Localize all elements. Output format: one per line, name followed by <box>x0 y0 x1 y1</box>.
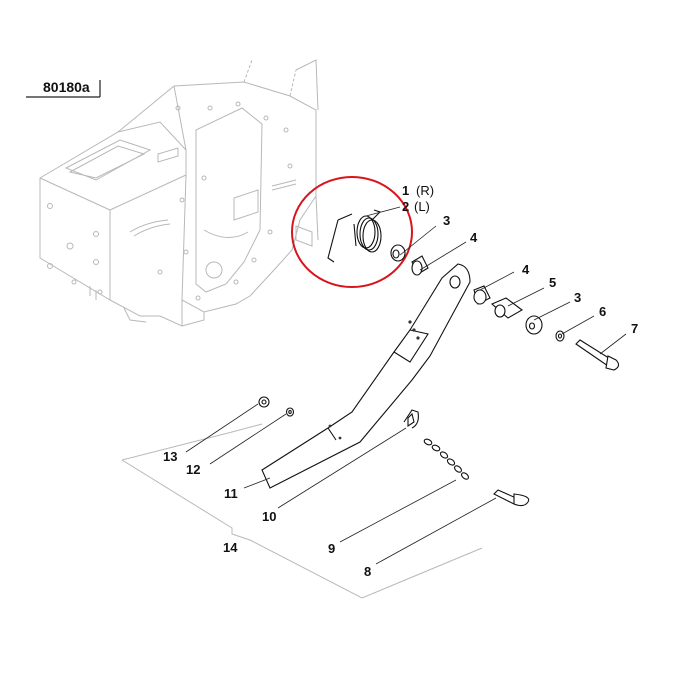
carriage-bolt-8 <box>493 489 530 507</box>
label-14: 14 <box>223 540 238 555</box>
bolt-7 <box>575 339 620 371</box>
label-1-number: 1 <box>402 183 409 198</box>
leader-lines <box>185 206 627 565</box>
label-4-upper: 4 <box>470 230 478 245</box>
label-13: 13 <box>163 449 177 464</box>
label-10: 10 <box>262 509 276 524</box>
bushing-3-upper <box>390 244 406 262</box>
floor-panel-outline <box>121 423 483 599</box>
label-12: 12 <box>186 462 200 477</box>
nut-13 <box>258 396 270 408</box>
label-11: 11 <box>224 486 238 501</box>
label-3-upper: 3 <box>443 213 450 228</box>
label-3-lower: 3 <box>574 290 581 305</box>
bushing-3-lower <box>525 315 543 335</box>
label-6: 6 <box>599 304 606 319</box>
pin-5 <box>490 297 523 319</box>
label-5: 5 <box>549 275 556 290</box>
chain-9 <box>423 438 470 480</box>
torsion-spring <box>327 209 382 263</box>
label-2: 2 (L) <box>402 199 430 214</box>
sleeve-4-upper <box>411 255 429 276</box>
callout-circle <box>291 176 413 288</box>
reference-code-box: 80180a <box>26 79 101 98</box>
washer-12 <box>285 407 295 417</box>
label-4-lower: 4 <box>522 262 530 277</box>
label-9: 9 <box>328 541 335 556</box>
link-10 <box>403 409 419 429</box>
reference-code: 80180a <box>43 79 90 95</box>
label-8: 8 <box>364 564 371 579</box>
label-7: 7 <box>631 321 638 336</box>
label-1-suffix: (R) <box>416 183 434 198</box>
label-2-number: 2 <box>402 199 409 214</box>
label-2-suffix: (L) <box>414 199 430 214</box>
pedal-arm <box>261 263 471 489</box>
label-1: 1 (R) <box>402 183 434 198</box>
washer-6 <box>555 330 565 342</box>
machine-frame-background <box>39 59 319 327</box>
